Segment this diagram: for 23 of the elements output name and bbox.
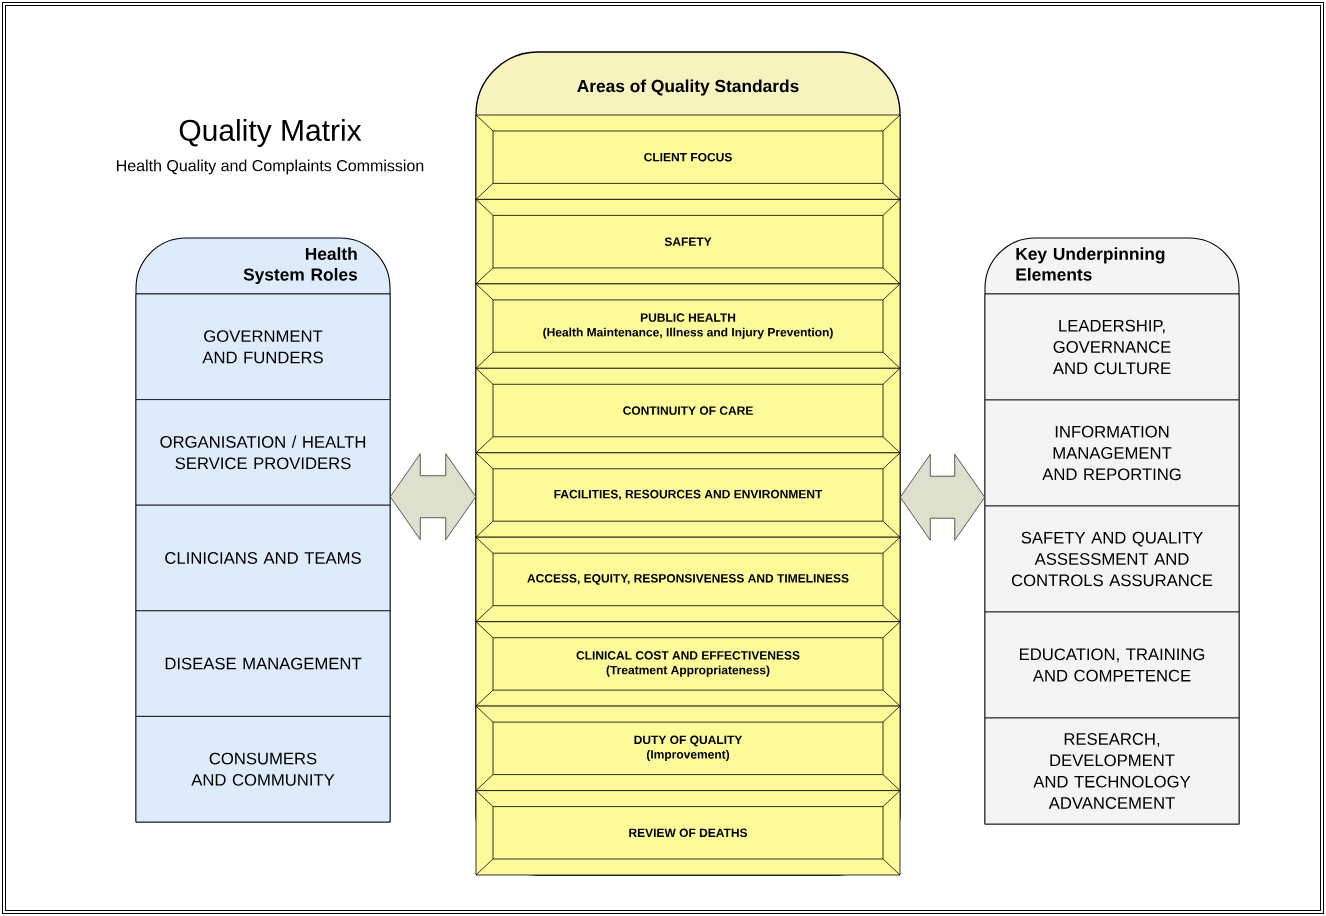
standard-bar: DUTY OF QUALITY (Improvement) bbox=[475, 705, 901, 791]
category-box: CLINICIANS AND TEAMS bbox=[135, 504, 391, 612]
category-box: EDUCATION, TRAINING AND COMPETENCE bbox=[984, 611, 1240, 719]
title: Quality Matrix bbox=[179, 119, 362, 147]
category-box: SAFETY AND QUALITY ASSESSMENT AND CONTROLS ASSURANCE bbox=[984, 505, 1240, 613]
standard-bar: ACCESS, EQUITY, RESPONSIVENESS AND TIMELINESS bbox=[475, 536, 901, 623]
subtitle: Health Quality and Complaints Commission bbox=[117, 159, 424, 175]
category-box: ORGANISATION / HEALTH SERVICE PROVIDERS bbox=[135, 399, 391, 506]
category-box: LEADERSHIP, GOVERNANCE AND CULTURE bbox=[984, 293, 1240, 401]
standard-bar: FACILITIES, RESOURCES AND ENVIRONMENT bbox=[475, 452, 901, 538]
standard-bar: PUBLIC HEALTH (Health Maintenance, Illness and Injury Prevention) bbox=[475, 283, 901, 369]
standard-bar: CLINICAL COST AND EFFECTIVENESS (Treatment Appropriateness) bbox=[475, 621, 901, 707]
category-box: DISEASE MANAGEMENT bbox=[135, 610, 391, 717]
double-arrow bbox=[899, 453, 986, 541]
standard-bar: SAFETY bbox=[475, 199, 901, 285]
double-arrow bbox=[389, 453, 477, 541]
standard-bar: CLIENT FOCUS bbox=[475, 114, 901, 200]
category-box: GOVERNMENT AND FUNDERS bbox=[135, 293, 391, 400]
standard-bar: CONTINUITY OF CARE bbox=[475, 367, 901, 454]
category-box: CONSUMERS AND COMMUNITY bbox=[135, 716, 391, 823]
category-box: INFORMATION MANAGEMENT AND REPORTING bbox=[984, 399, 1240, 507]
category-box: RESEARCH, DEVELOPMENT AND TECHNOLOGY ADVANCEMENT bbox=[984, 717, 1240, 825]
standard-bar: REVIEW OF DEATHS bbox=[475, 790, 901, 876]
